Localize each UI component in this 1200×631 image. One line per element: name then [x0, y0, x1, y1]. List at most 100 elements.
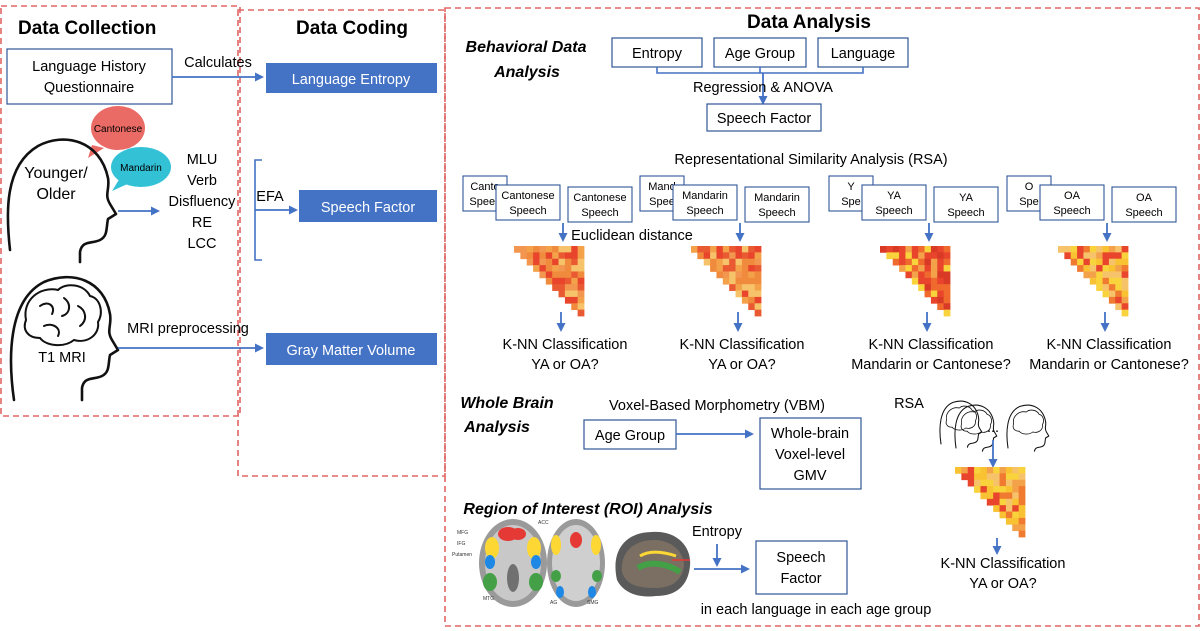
svg-text:O: O: [1025, 181, 1034, 193]
svg-text:Speech: Speech: [581, 207, 618, 219]
rsa-result-1: K-NN Classification: [1047, 337, 1172, 353]
wb-rsa-label: RSA: [894, 396, 924, 412]
roi-outcome-box: [755, 540, 848, 595]
subject-heads-icon: [939, 400, 1050, 452]
svg-text:Spee: Spee: [649, 196, 675, 208]
svg-text:Mandarin: Mandarin: [120, 163, 162, 174]
age-group-var-label: Age Group: [725, 46, 795, 62]
language-entropy-label: Language Entropy: [292, 72, 411, 88]
svg-text:MTG: MTG: [483, 596, 494, 602]
svg-text:Spe: Spe: [1019, 196, 1039, 208]
roi-brain-axial-image-2: AG SMG: [547, 519, 605, 607]
svg-text:Speech: Speech: [1053, 205, 1090, 217]
vbm-input-box: [583, 419, 677, 450]
svg-text:Cantonese: Cantonese: [573, 192, 626, 204]
collection-title: Data Collection: [18, 18, 156, 39]
euclidean-label: Euclidean distance: [571, 228, 693, 244]
svg-text:Speech: Speech: [509, 205, 546, 217]
vbm-label: Voxel-Based Morphometry (VBM): [609, 398, 825, 414]
svg-text:YA: YA: [959, 192, 974, 204]
svg-text:Canto: Canto: [470, 181, 499, 193]
svg-text:Mandarin: Mandarin: [682, 190, 728, 202]
vbm-input-label: Age Group: [595, 428, 665, 444]
efa-label: EFA: [256, 189, 284, 205]
measure-lcc: LCC: [187, 236, 216, 252]
rsa-result-2: YA or OA?: [531, 357, 598, 373]
roi-brain-axial-image: MFG IFG Putamen ACC MTG: [452, 519, 549, 607]
roi-outcome-2: Factor: [780, 571, 821, 587]
svg-text:AG: AG: [550, 600, 557, 606]
measure-verb: Verb: [187, 173, 217, 189]
rsa-result-1: K-NN Classification: [680, 337, 805, 353]
rsa-title: Representational Similarity Analysis (RS…: [674, 152, 947, 168]
rsa-result-2: YA or OA?: [708, 357, 775, 373]
coding-panel: [237, 9, 446, 477]
behavioral-title-2: Analysis: [493, 64, 560, 81]
rsa-group-2: MandSpeeMandarinSpeech...MandarinSpeechK…: [639, 175, 810, 373]
svg-text:Cantonese: Cantonese: [94, 124, 143, 135]
behavioral-outcome-label: Speech Factor: [717, 111, 811, 127]
measure-disfluency: Disfluency: [169, 194, 237, 210]
vbm-output-2: Voxel-level: [775, 447, 845, 463]
svg-text:Speec: Speec: [469, 196, 501, 208]
rsa-matrix: [880, 246, 951, 317]
wb-rsa-matrix: [955, 467, 1026, 538]
mri-label: T1 MRI: [38, 350, 86, 366]
participant-label-1: Younger/: [24, 165, 88, 182]
svg-text:MFG: MFG: [457, 530, 468, 536]
svg-text:YA: YA: [887, 190, 902, 202]
speech-factor-box: [299, 190, 437, 222]
svg-text:Spe: Spe: [841, 196, 861, 208]
whole-brain-title-1: Whole Brain: [460, 395, 554, 412]
rsa-matrix: [1058, 246, 1129, 317]
rsa-speech-last: YA Speech: [933, 186, 999, 223]
svg-text:IFG: IFG: [457, 541, 465, 547]
roi-brain-sagittal-image: [615, 531, 691, 597]
svg-text:Speech: Speech: [686, 205, 723, 217]
rsa-matrix: [691, 246, 762, 317]
language-var-label: Language: [831, 46, 896, 62]
rsa-groups: CantoSpeecCantoneseSpeech...CantoneseSpe…: [462, 175, 1189, 373]
questionnaire-label-2: Questionnaire: [44, 80, 134, 96]
behavioral-outcome-box: [706, 103, 822, 132]
svg-text:Speech: Speech: [1125, 207, 1162, 219]
measure-mlu: MLU: [187, 152, 218, 168]
collection-panel: [0, 5, 241, 417]
vbm-output-3: GMV: [793, 468, 826, 484]
entropy-var-box: [611, 37, 703, 68]
rsa-group-1: CantoSpeecCantoneseSpeech...CantoneseSpe…: [462, 175, 633, 373]
rsa-result-2: Mandarin or Cantonese?: [1029, 357, 1189, 373]
vbm-output-1: Whole-brain: [771, 426, 849, 442]
language-var-box: [817, 37, 909, 68]
svg-text:ACC: ACC: [538, 520, 549, 526]
age-group-var-box: [713, 37, 807, 68]
svg-text:Mandarin: Mandarin: [754, 192, 800, 204]
svg-text:Mand: Mand: [648, 181, 676, 193]
roi-outcome-1: Speech: [776, 550, 825, 566]
svg-text:Y: Y: [847, 181, 855, 193]
behavioral-method: Regression & ANOVA: [693, 80, 833, 96]
svg-text:Speech: Speech: [875, 205, 912, 217]
behavioral-title-1: Behavioral Data: [466, 39, 587, 56]
svg-text:Putamen: Putamen: [452, 552, 472, 558]
svg-text:Speech: Speech: [758, 207, 795, 219]
roi-footer: in each language in each age group: [701, 602, 932, 618]
language-entropy-box: [266, 63, 437, 93]
participant-head-icon: [6, 138, 118, 264]
rsa-result-1: K-NN Classification: [869, 337, 994, 353]
gray-matter-label: Gray Matter Volume: [287, 343, 416, 359]
questionnaire-label-1: Language History: [32, 59, 146, 75]
mri-head-icon: [9, 275, 120, 402]
rsa-result-2: Mandarin or Cantonese?: [851, 357, 1011, 373]
behavioral-bracket: [656, 67, 864, 74]
rsa-result-1: K-NN Classification: [503, 337, 628, 353]
svg-text:Speech: Speech: [947, 207, 984, 219]
wb-ellipsis: ...: [987, 420, 999, 436]
whole-brain-title-2: Analysis: [463, 419, 530, 436]
